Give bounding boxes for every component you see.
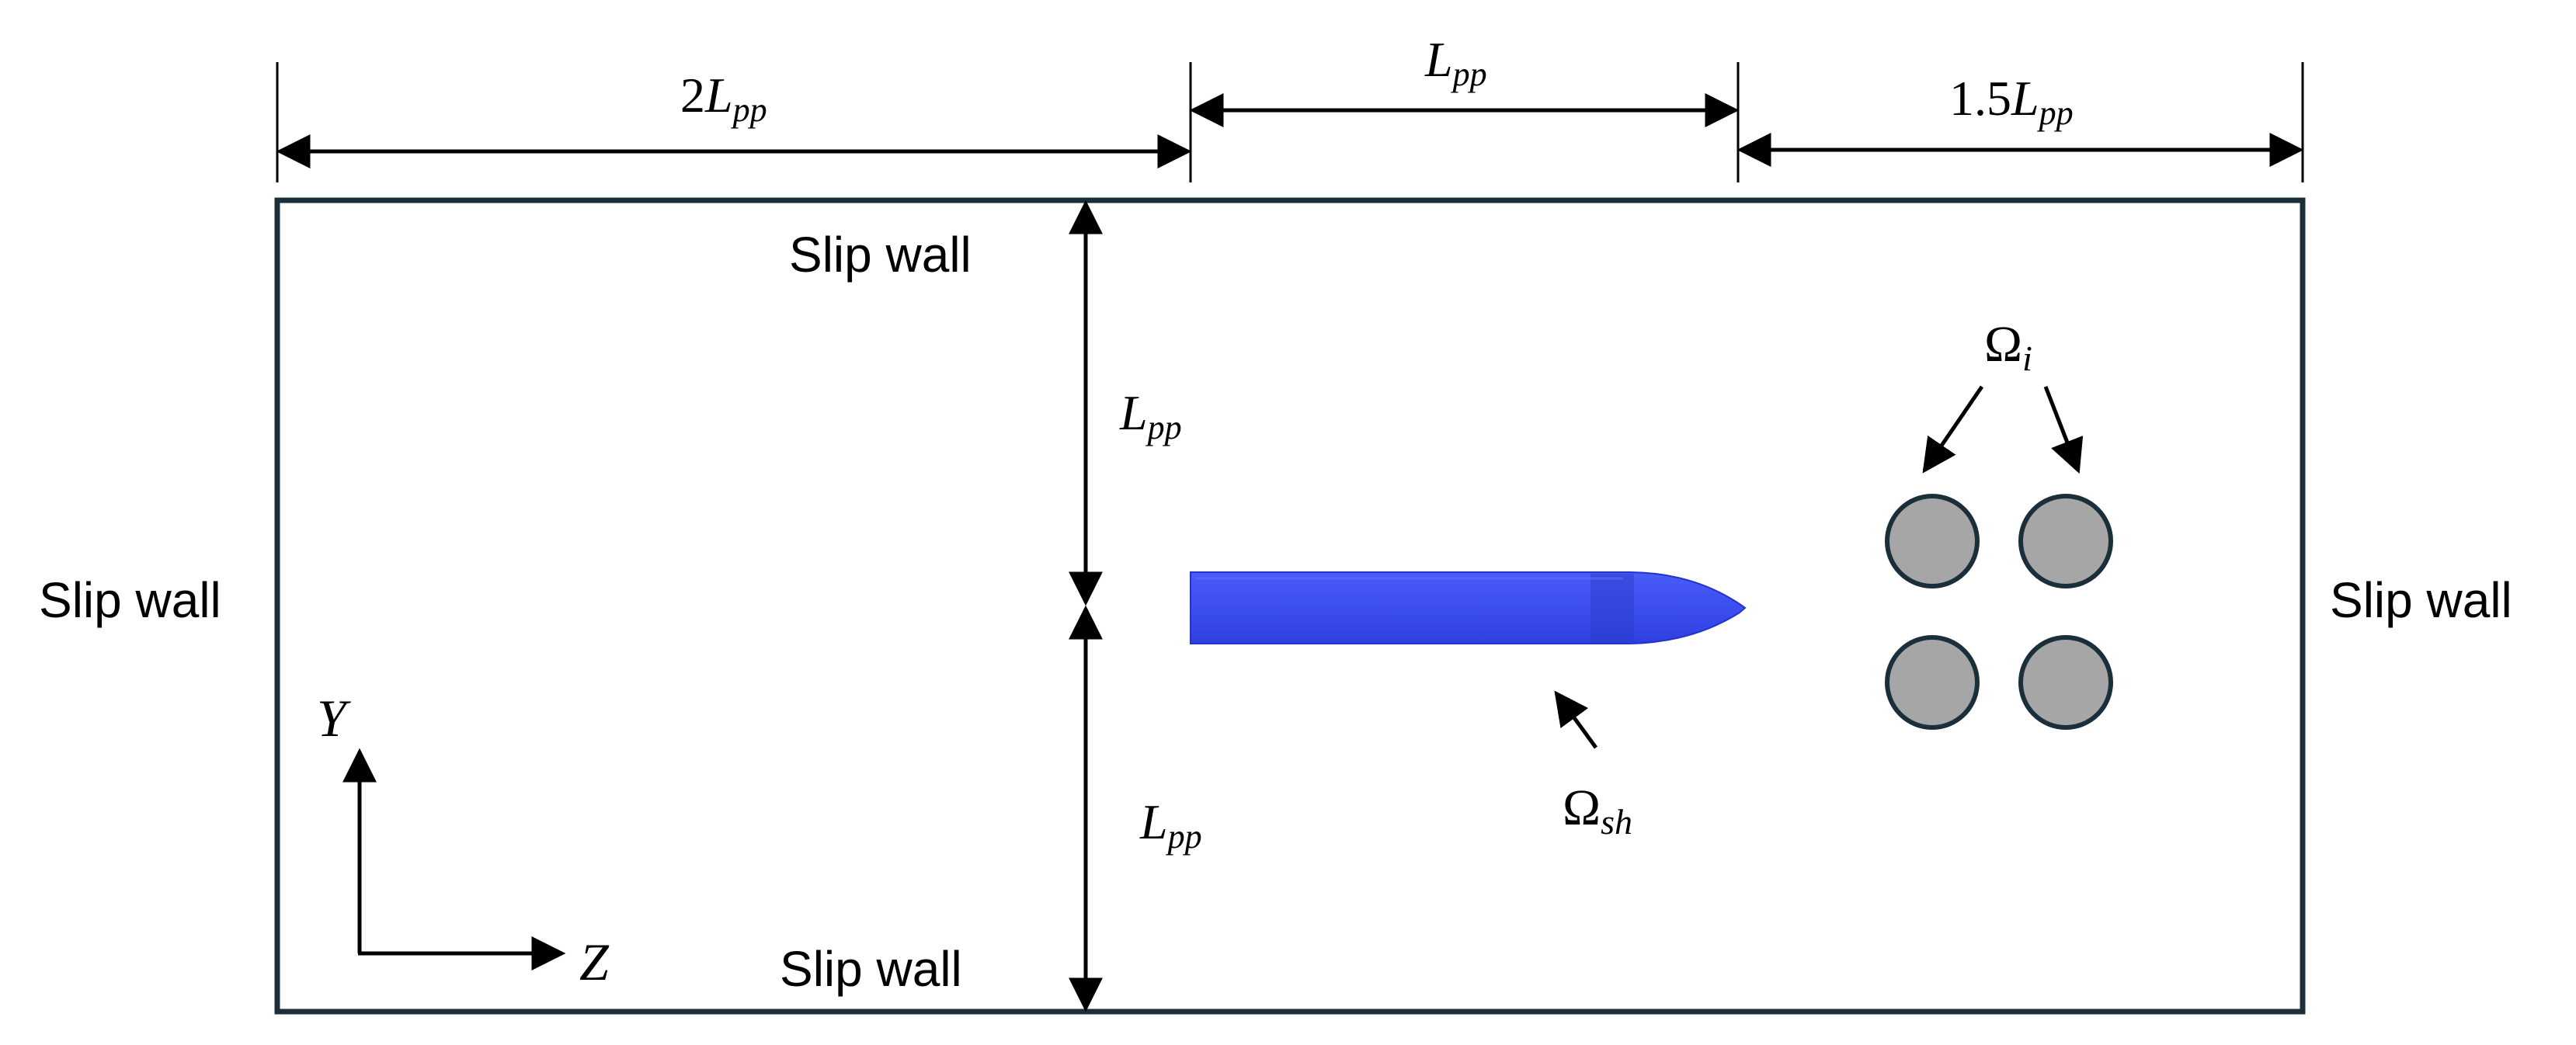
island-top-left [1885,494,1980,588]
ship-region-label: Ωsh [1563,779,1632,842]
bottom-half-width-label: Lpp [1139,794,1202,856]
upstream-coeff: 2 [680,68,705,123]
lpp-subscript: pp [1145,408,1182,446]
y-axis-label: Y [317,689,351,748]
slip-wall-right-label: Slip wall [2330,572,2512,628]
lpp-subscript: pp [1166,818,1202,856]
omega-symbol: Ω [1984,316,2022,373]
lpp-symbol: L [1424,32,1453,87]
islands-subscript: i [2022,338,2032,378]
downstream-dimension-label: 1.5Lpp [1949,71,2074,132]
islands-group [1885,494,2113,730]
slip-wall-left-label: Slip wall [39,572,221,628]
domain-boundary [274,197,2306,1015]
islands-pointer-arrow-left [1922,385,1984,474]
ship-length-dimension-label: Lpp [1424,32,1487,93]
ship-pointer-arrow [1554,690,1598,749]
lpp-subscript: pp [1451,55,1487,93]
island-bottom-right [2018,635,2113,730]
lpp-symbol: L [1139,794,1168,849]
z-axis-label: Z [579,932,610,991]
omega-symbol: Ω [1563,779,1601,836]
upstream-dimension-label: 2Lpp [680,68,767,129]
ship-hull [1190,571,1747,644]
downstream-coeff: 1.5 [1949,71,2011,126]
island-top-right [2018,494,2113,588]
lpp-subscript: pp [731,91,767,129]
lpp-subscript: pp [2037,94,2074,132]
lpp-symbol: L [1119,385,1148,440]
slip-wall-bottom-label: Slip wall [780,941,962,997]
ship-subscript: sh [1601,802,1632,842]
islands-region-label: Ωi [1984,316,2032,378]
lpp-symbol: L [2011,71,2039,126]
slip-wall-top-label: Slip wall [789,227,972,283]
island-bottom-left [1885,635,1980,730]
islands-pointer-arrow-right [2043,386,2084,474]
top-half-width-label: Lpp [1119,385,1182,446]
lpp-symbol: L [704,68,733,123]
